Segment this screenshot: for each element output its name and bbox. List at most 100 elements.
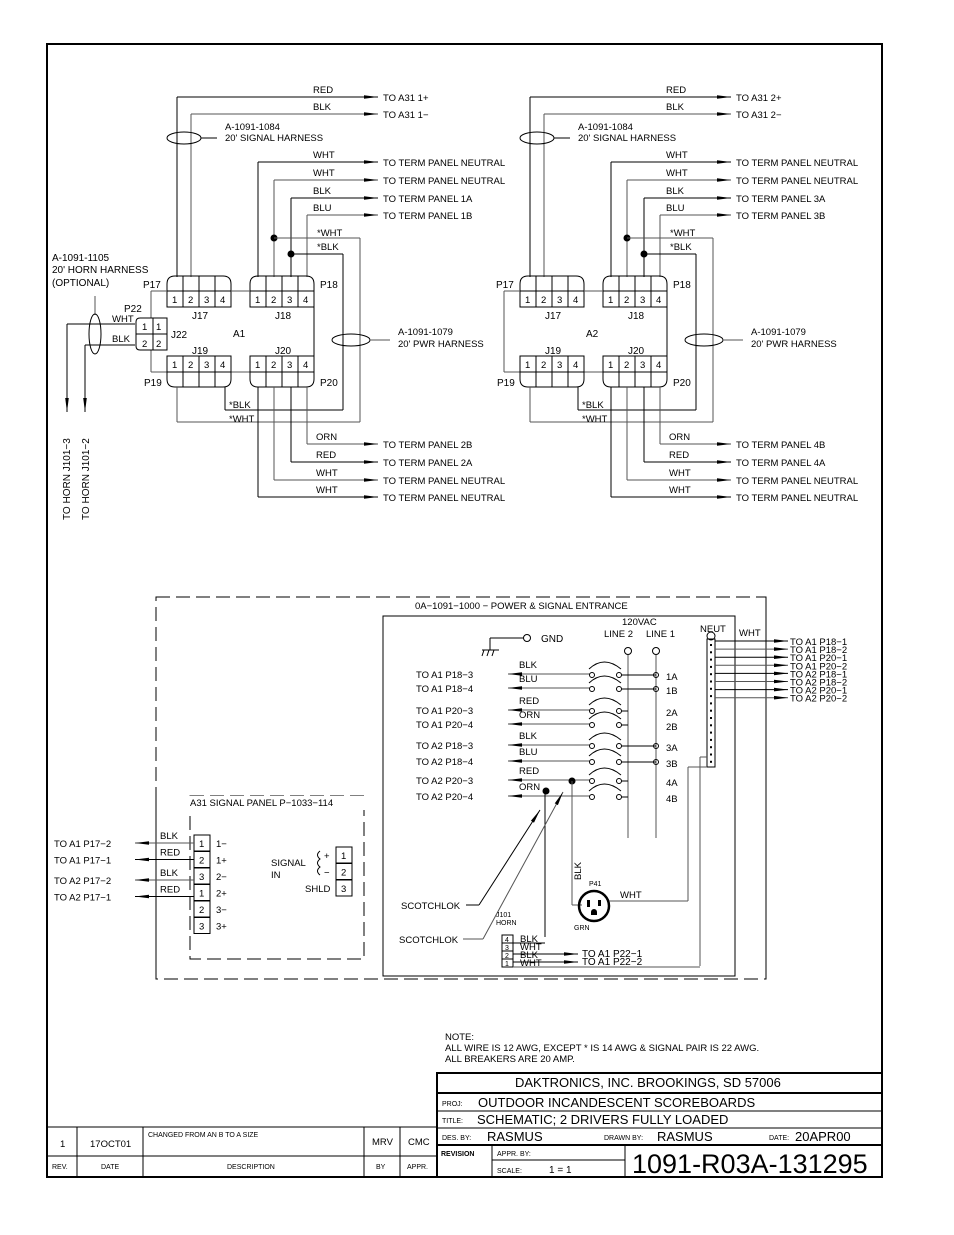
horn-destination: TO A1 P22−1 (582, 949, 643, 960)
horn-pin-color: BLK (520, 934, 539, 945)
wire-color-label: WHT (313, 150, 335, 161)
pwr-harness-icon (331, 333, 371, 347)
breaker-destination: TO A1 P20−3 (416, 706, 473, 717)
wire-color-label: RED (666, 85, 686, 96)
description-header: DESCRIPTION (227, 1164, 275, 1171)
signal-harness-desc: 20' SIGNAL HARNESS (225, 133, 323, 144)
drawing-number: 1091-R03A-131295 (632, 1149, 868, 1179)
pin-label: 4 (220, 360, 225, 371)
jumper-label: *BLK (317, 242, 339, 253)
rev-number: 1 (60, 1139, 65, 1150)
wire-color-label: WHT (666, 168, 688, 179)
wire-destination-label: TO TERM PANEL 1A (383, 194, 473, 205)
jumper-label: *WHT (670, 228, 696, 239)
breaker-destination: TO A1 P18−3 (416, 670, 473, 681)
gnd-label: GND (541, 634, 563, 645)
breaker-destination: TO A1 P20−4 (416, 720, 473, 731)
entrance-title: 0A−1091−1000 − POWER & SIGNAL ENTRANCE (415, 601, 628, 612)
wire-destination-label: TO TERM PANEL NEUTRAL (383, 476, 505, 487)
pin-label: 3 (204, 360, 209, 371)
neutral-destination: TO A1 P18−2 (790, 645, 847, 656)
signal-in-label-2: IN (271, 870, 281, 881)
pin-label: 3 (287, 360, 292, 371)
horn-wiring: SCOTCHLOK SCOTCHLOK BLK P41 WHT GRN J101… (399, 756, 707, 966)
designed-by: RASMUS (487, 1129, 543, 1144)
jumper-label: *WHT (229, 414, 255, 425)
wire-destination-label: TO TERM PANEL NEUTRAL (736, 493, 858, 504)
note-line-2: ALL BREAKERS ARE 20 AMP. (445, 1054, 575, 1065)
breaker-terminal: 2A (666, 708, 678, 719)
signal-in-label: SIGNAL (271, 858, 306, 869)
signal-pin-label: 2+ (216, 889, 227, 900)
pin-label: 4 (573, 360, 578, 371)
breaker-wire-color: RED (519, 766, 539, 777)
breaker-terminal: 3A (666, 743, 678, 754)
horn-label: HORN (496, 920, 517, 927)
rev-header: REV. (52, 1164, 68, 1171)
horn-harness-desc: 20' HORN HARNESS (52, 265, 149, 276)
appr-header: APPR. (407, 1164, 428, 1171)
neutral-outputs: TO A1 P18−1TO A1 P18−2TO A1 P20−1TO A1 P… (710, 637, 847, 763)
neutral-destination: TO A1 P20−2 (790, 661, 847, 672)
pin-label: 2 (541, 360, 546, 371)
date-header: DATE (101, 1164, 119, 1171)
wire-color-label: RED (316, 450, 336, 461)
neut-wire-label: WHT (739, 628, 761, 639)
breaker-row: TO A1 P20−3 RED 2A (416, 696, 678, 719)
j18-label: J18 (275, 311, 292, 322)
j20-label: J20 (275, 346, 292, 357)
project-name: OUTDOOR INCANDESCENT SCOREBOARDS (478, 1095, 755, 1110)
driver-label: A1 (233, 329, 246, 340)
driver-label: A2 (586, 329, 599, 340)
neutral-destination: TO A1 P20−1 (790, 653, 847, 664)
wire-color-label: BLK (313, 186, 332, 197)
pwr-harness-desc: 20' PWR HARNESS (751, 339, 837, 350)
pin-label: 2 (541, 295, 546, 306)
by-header: BY (376, 1164, 386, 1171)
pwr-harness-desc: 20' PWR HARNESS (398, 339, 484, 350)
horn-pin-number: 3 (505, 945, 509, 952)
signal-in-pin: 2 (341, 868, 346, 879)
ground-terminal: GND (481, 634, 563, 657)
wire-destination-label: TO TERM PANEL 2B (383, 440, 472, 451)
date-label: DATE: (769, 1135, 789, 1142)
wire-color-label: ORN (669, 432, 690, 443)
signal-pin-label: 3− (216, 905, 227, 916)
signal-harness-desc: 20' SIGNAL HARNESS (578, 133, 676, 144)
pin-label: 3 (640, 295, 645, 306)
horn-harness-part: A-1091-1105 (52, 253, 110, 264)
power-panel (382, 615, 736, 977)
p18-label: P18 (673, 280, 691, 291)
breaker-destination: TO A2 P20−3 (416, 776, 473, 787)
outlet-icon (577, 889, 611, 923)
breaker-icon (588, 675, 622, 684)
breaker-wire-color: ORN (519, 782, 540, 793)
p19-label: P19 (144, 378, 162, 389)
pin-label: 4 (656, 360, 661, 371)
signal-pin-label: 3+ (216, 922, 227, 933)
j19-label: J19 (192, 346, 209, 357)
horn-harness: A-1091-1105 20' HORN HARNESS (OPTIONAL) … (52, 253, 188, 520)
pin-label: 4 (303, 360, 308, 371)
pin-label: 1 (172, 295, 177, 306)
wire-destination-label: TO TERM PANEL 3B (736, 211, 825, 222)
j22-label: J22 (171, 330, 188, 341)
breaker-icon (588, 748, 622, 757)
signal-harness-icon (519, 131, 555, 145)
signal-pin-number: 1 (199, 839, 204, 850)
wire-color-label: ORN (316, 432, 337, 443)
wire-color-label: WHT (316, 485, 338, 496)
horn-harness-note: (OPTIONAL) (52, 278, 109, 289)
horn-pin-number: 2 (505, 953, 509, 960)
signal-wire-color: BLK (160, 831, 179, 842)
breaker-wire-color: RED (519, 696, 539, 707)
title-block: DAKTRONICS, INC. BROOKINGS, SD 57006 PRO… (436, 1072, 883, 1179)
pin-label: 4 (220, 295, 225, 306)
